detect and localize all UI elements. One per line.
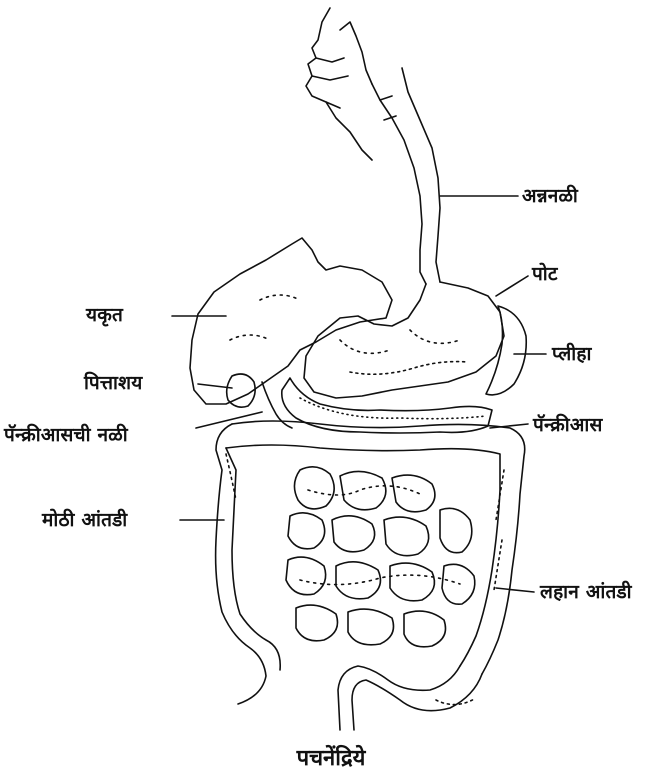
label-large-intestine: मोठी आंतडी xyxy=(42,506,127,532)
label-small-intestine: लहान आंतडी xyxy=(540,578,632,604)
label-pancreatic-duct: पॅन्क्रीआसची नळी xyxy=(4,421,128,447)
rectum xyxy=(338,666,482,730)
stomach xyxy=(304,282,504,398)
label-stomach: पोट xyxy=(532,260,558,286)
label-spleen: प्लीहा xyxy=(552,340,592,366)
small-intestine-leader xyxy=(496,588,534,592)
esophagus xyxy=(372,68,440,284)
head-outline xyxy=(306,8,372,160)
stomach-leader xyxy=(496,276,528,296)
small-intestine xyxy=(286,467,475,647)
large-intestine xyxy=(216,421,525,704)
gallbladder xyxy=(227,374,255,407)
label-pancreas: पॅन्क्रीआस xyxy=(533,411,603,437)
label-liver: यकृत xyxy=(86,301,123,327)
diagram-caption: पचनेंद्रिये xyxy=(0,742,662,772)
label-esophagus: अन्ननळी xyxy=(522,182,578,208)
spleen xyxy=(486,306,526,395)
label-gallbladder: पित्ताशय xyxy=(84,369,143,395)
